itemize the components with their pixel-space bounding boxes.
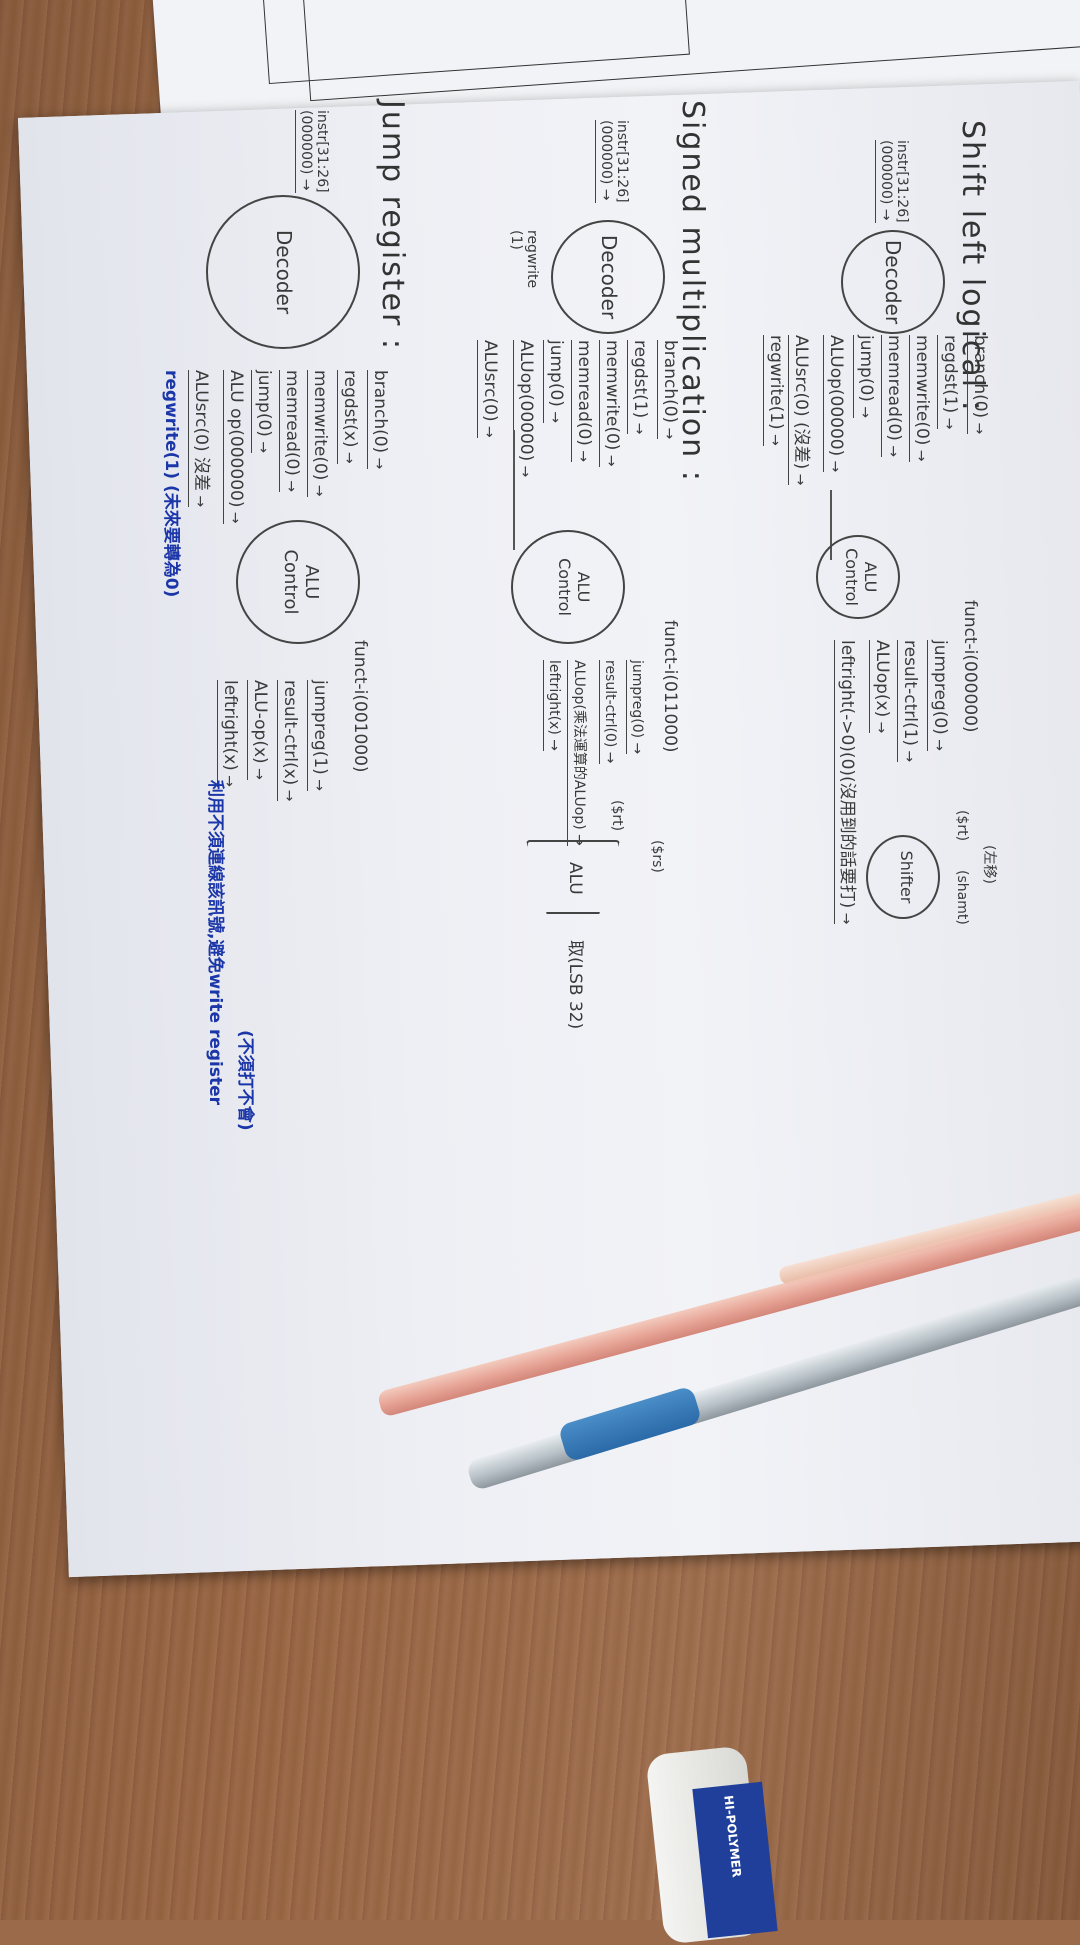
alu-control-output: jumpreg(0) bbox=[927, 640, 950, 751]
signal: memread(0) bbox=[571, 340, 594, 463]
signal: ALUsrc(0) (沒差) bbox=[788, 335, 816, 486]
signal: branch(0) bbox=[967, 335, 990, 435]
alu-control-output: result-ctrl(x) bbox=[277, 680, 300, 802]
signal: regdst(1) bbox=[937, 335, 960, 430]
shifter-input: (shamt) bbox=[954, 870, 970, 925]
alu-control-output: leftright(->0)(0)(沒用到的話要打) bbox=[834, 640, 862, 925]
signal: memwrite(0) bbox=[599, 340, 622, 467]
alu-control-label: ALU Control bbox=[842, 548, 880, 606]
signal: jump(0) bbox=[543, 340, 566, 424]
blue-annotation: (不須打不會) bbox=[235, 1030, 255, 1131]
signal: branch(0) bbox=[657, 340, 680, 440]
alu-control-circle: ALU Control bbox=[511, 530, 625, 644]
signal: branch(0) bbox=[367, 370, 390, 470]
alu-control-output: leftright(x) bbox=[217, 680, 240, 787]
alu-control-output: jumpreg(0) bbox=[626, 660, 645, 755]
funct-label: funct-i(011000) bbox=[660, 620, 680, 753]
alu-label: ALU bbox=[565, 862, 585, 895]
decoder-circle: Decoder bbox=[206, 195, 360, 349]
signal: regwrite(1) (未來要轉為0) bbox=[161, 370, 181, 598]
blue-annotation: 利用不須連線該訊號,避免write register bbox=[205, 780, 225, 1106]
alu-control-output: leftright(x) bbox=[543, 660, 562, 751]
section-title: Signed multiplication : bbox=[675, 100, 710, 483]
signal: regdst(1) bbox=[627, 340, 650, 435]
signal: jump(0) bbox=[251, 370, 274, 454]
alu-control-output: ALUop(x) bbox=[869, 640, 892, 734]
decoder-label: Decoder bbox=[597, 234, 621, 320]
signal: memwrite(0) bbox=[909, 335, 932, 462]
alu-output: 取(LSB 32) bbox=[565, 940, 585, 1030]
funct-label: funct-i(000000) bbox=[960, 600, 980, 733]
connector-line bbox=[513, 430, 515, 550]
decoder-input: instr[31:26] (000000) bbox=[295, 110, 330, 193]
regwrite-label: regwrite (1) bbox=[508, 230, 540, 289]
alu-control-output: jumpreg(1) bbox=[307, 680, 330, 791]
alu-control-output: ALU-op(x) bbox=[247, 680, 270, 780]
alu-input: ($rt) bbox=[609, 800, 625, 832]
decoder-input: instr[31:26] (000000) bbox=[595, 120, 630, 203]
signal: ALUsrc(0) bbox=[477, 340, 500, 438]
alu-control-circle: ALU Control bbox=[236, 520, 360, 644]
decoder-input: instr[31:26] (000000) bbox=[875, 140, 910, 223]
signal: ALUop(00000) bbox=[513, 340, 536, 478]
shifter-input: (左移) bbox=[981, 845, 997, 884]
section-title: Jump register : bbox=[375, 100, 410, 352]
signal: jump(0) bbox=[853, 335, 876, 419]
signal: ALUsrc(0) 沒差 bbox=[188, 370, 216, 508]
signal: memread(0) bbox=[881, 335, 904, 458]
signal: ALU op(000000) bbox=[223, 370, 246, 524]
alu-control-output: result-ctrl(1) bbox=[897, 640, 920, 763]
signal: regdst(x) bbox=[337, 370, 360, 464]
decoder-circle: Decoder bbox=[841, 230, 945, 334]
signal: memwrite(0) bbox=[307, 370, 330, 497]
decoder-label: Decoder bbox=[881, 239, 905, 325]
signal: regwrite(1) bbox=[763, 335, 786, 446]
decoder-circle: Decoder bbox=[551, 220, 665, 334]
handwritten-notes: Shift left logical : instr[31:26] (00000… bbox=[50, 80, 1010, 1560]
shifter-input: ($rt) bbox=[954, 810, 970, 842]
shifter-label: Shifter bbox=[897, 850, 916, 904]
eraser-label: HI-POLYMER bbox=[721, 1794, 744, 1878]
alu-control-label: ALU Control bbox=[280, 549, 322, 615]
alu-control-output: result-ctrl(0) bbox=[599, 660, 618, 764]
alu-control-output: ALUop(乘法運算的ALUop) bbox=[567, 660, 590, 846]
alu-control-label: ALU Control bbox=[555, 558, 593, 616]
signal: ALUop(00000) bbox=[823, 335, 846, 473]
decoder-label: Decoder bbox=[272, 229, 296, 315]
shifter-circle: Shifter bbox=[866, 835, 940, 919]
alu-control-circle: ALU Control bbox=[816, 535, 900, 619]
funct-label: funct-i(001000) bbox=[350, 640, 370, 773]
alu-input: ($rs) bbox=[649, 840, 665, 873]
signal: memread(0) bbox=[279, 370, 302, 493]
